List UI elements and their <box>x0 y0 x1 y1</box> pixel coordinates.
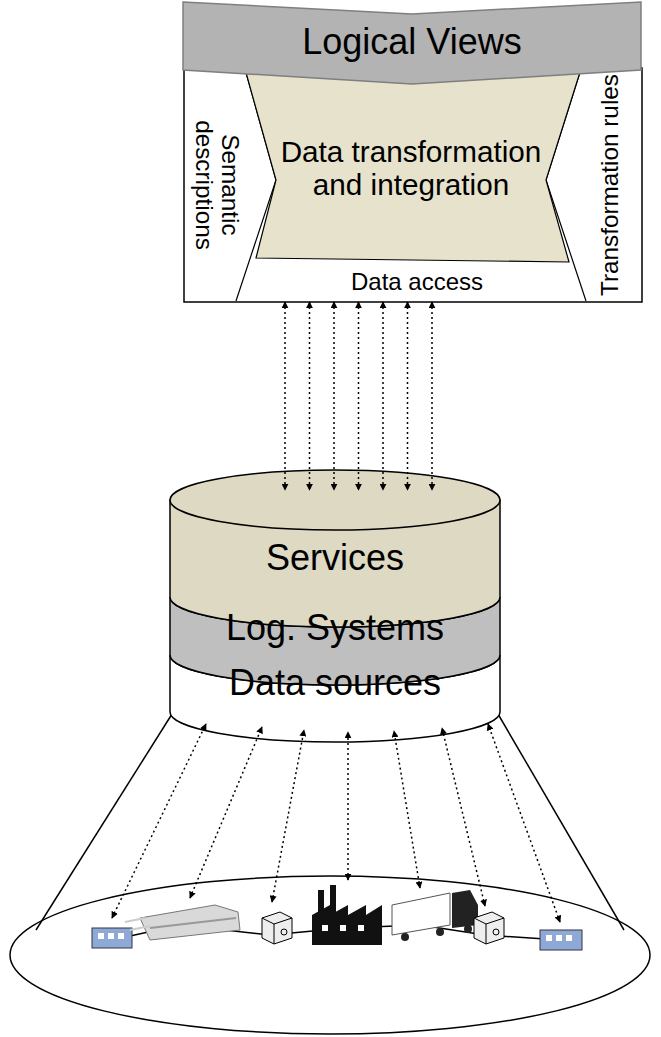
side-region: Transformation rules <box>580 72 640 298</box>
node-label: Services <box>266 538 404 578</box>
access-arrow <box>431 302 433 490</box>
banner-label: Logical Views <box>190 12 634 72</box>
warehouse-icon <box>540 930 582 950</box>
integration-box <box>184 68 642 302</box>
node-label: Log. Systems <box>226 608 444 648</box>
warehouse-icon <box>92 928 132 948</box>
train-icon <box>125 905 240 940</box>
access-arrow <box>358 302 360 490</box>
access-arrow <box>407 302 409 490</box>
transformation-region: Data transformation and integration <box>276 80 546 256</box>
access-arrow <box>333 302 335 490</box>
access-arrow <box>382 302 384 490</box>
node-label: Data access <box>351 269 483 296</box>
node-label: Data sources <box>229 663 441 703</box>
node-label: Data transformation and integration <box>276 135 546 202</box>
cylinder-layer: Data sources <box>172 657 498 709</box>
node-label: Transformation rules <box>597 74 623 296</box>
node-label: Logical Views <box>302 22 521 62</box>
access-arrow <box>284 302 286 490</box>
package-icon <box>262 912 292 944</box>
node-label: Semantic descriptions <box>191 72 243 298</box>
truck-icon <box>392 890 478 941</box>
banner-shape <box>183 2 641 84</box>
factory-icon <box>312 885 382 945</box>
side-region: Semantic descriptions <box>186 72 248 298</box>
cylinder-layer: Log. Systems <box>172 602 498 654</box>
access-arrow <box>309 302 311 490</box>
package-icon <box>474 912 504 944</box>
hourglass-shape <box>245 69 581 262</box>
source-arrows <box>112 724 560 922</box>
cylinder-layer: Services <box>172 490 498 597</box>
access-region: Data access <box>262 264 572 300</box>
